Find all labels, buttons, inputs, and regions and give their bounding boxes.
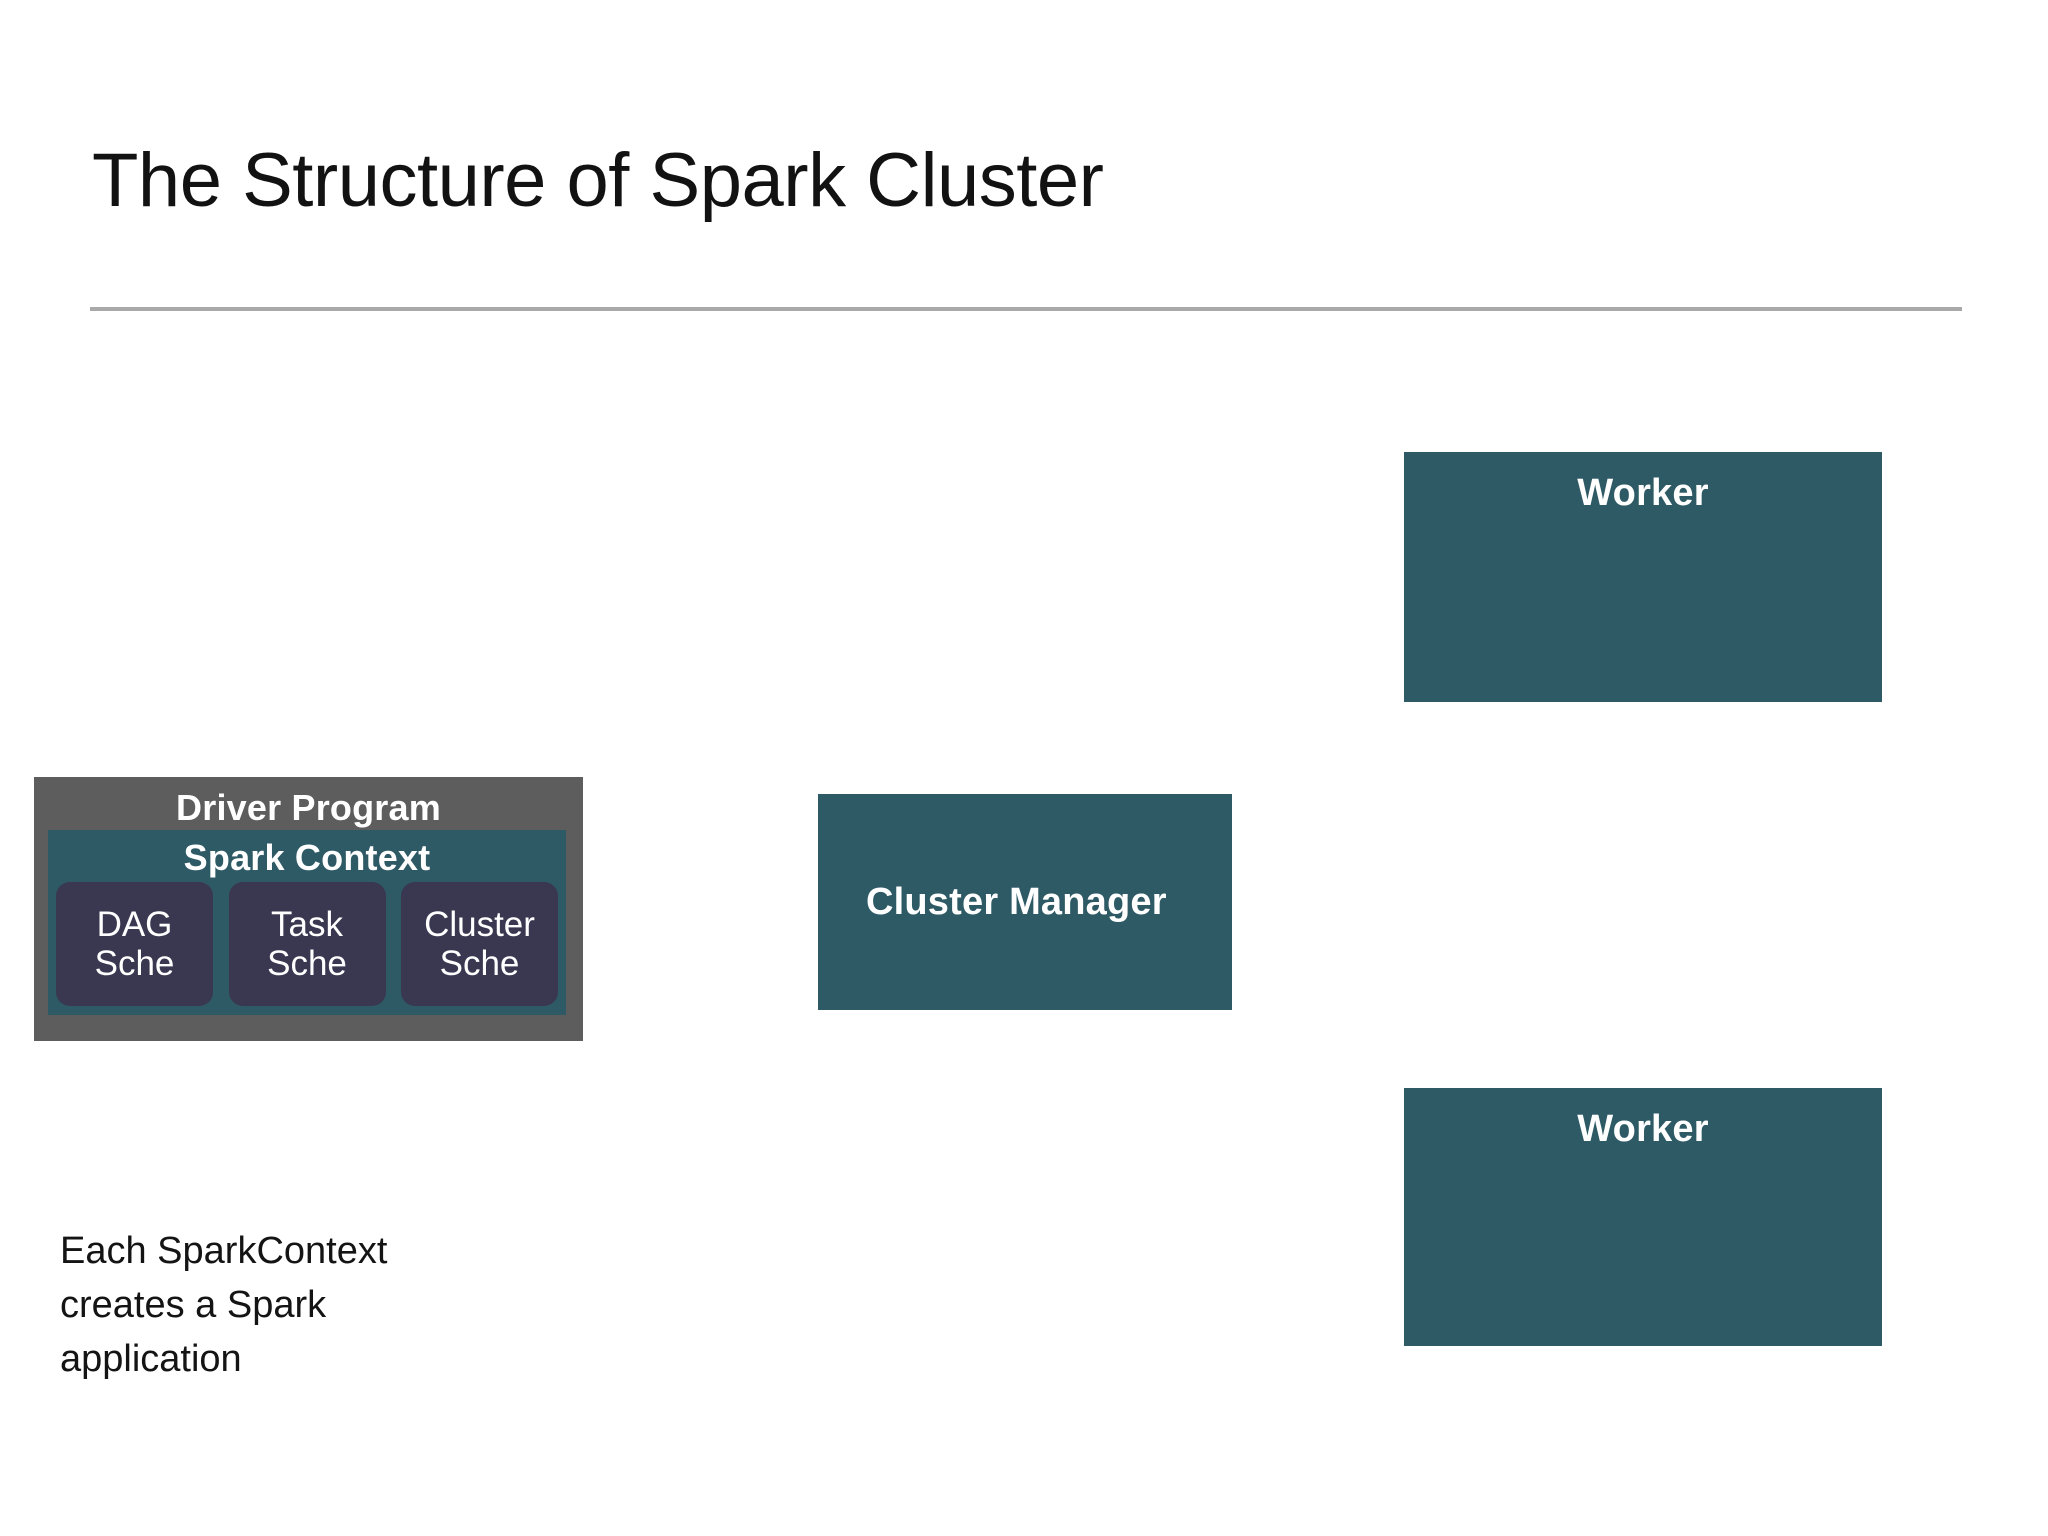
spark-context-node: Spark Context DAG Sche Task Sche Cluster… <box>48 830 566 1015</box>
caption-text: Each SparkContext creates a Spark applic… <box>60 1225 560 1387</box>
caption-line-1: Each SparkContext <box>60 1230 388 1272</box>
scheduler-task-line1: Task <box>271 904 343 944</box>
scheduler-task-line2: Sche <box>267 944 347 983</box>
worker-node-bottom: Worker <box>1404 1088 1882 1346</box>
scheduler-box-task: Task Sche <box>228 882 386 1006</box>
scheduler-dag-line2: Sche <box>94 944 175 983</box>
cluster-manager-node: Cluster Manager <box>818 794 1232 1010</box>
worker-label-bottom: Worker <box>1577 1108 1709 1150</box>
title-divider <box>90 307 1962 311</box>
spark-context-label: Spark Context <box>183 837 431 878</box>
worker-label-top: Worker <box>1577 472 1709 514</box>
worker-node-top: Worker <box>1404 452 1882 702</box>
scheduler-cluster-line2: Sche <box>439 944 520 983</box>
driver-program-label: Driver Program <box>176 787 441 828</box>
scheduler-box-cluster: Cluster Sche <box>401 882 558 1006</box>
driver-program-node: Driver Program Spark Context DAG Sche Ta… <box>34 777 583 1041</box>
scheduler-row: DAG Sche Task Sche Cluster Sche <box>56 882 558 1006</box>
scheduler-box-dag: DAG Sche <box>56 882 213 1006</box>
caption-line-3: application <box>60 1337 242 1380</box>
cluster-manager-label: Cluster Manager <box>866 880 1167 923</box>
scheduler-dag-line1: DAG <box>96 904 173 944</box>
scheduler-cluster-line1: Cluster <box>424 904 535 944</box>
page-title: The Structure of Spark Cluster <box>92 138 1104 223</box>
caption-line-2: creates a Spark <box>60 1283 327 1326</box>
